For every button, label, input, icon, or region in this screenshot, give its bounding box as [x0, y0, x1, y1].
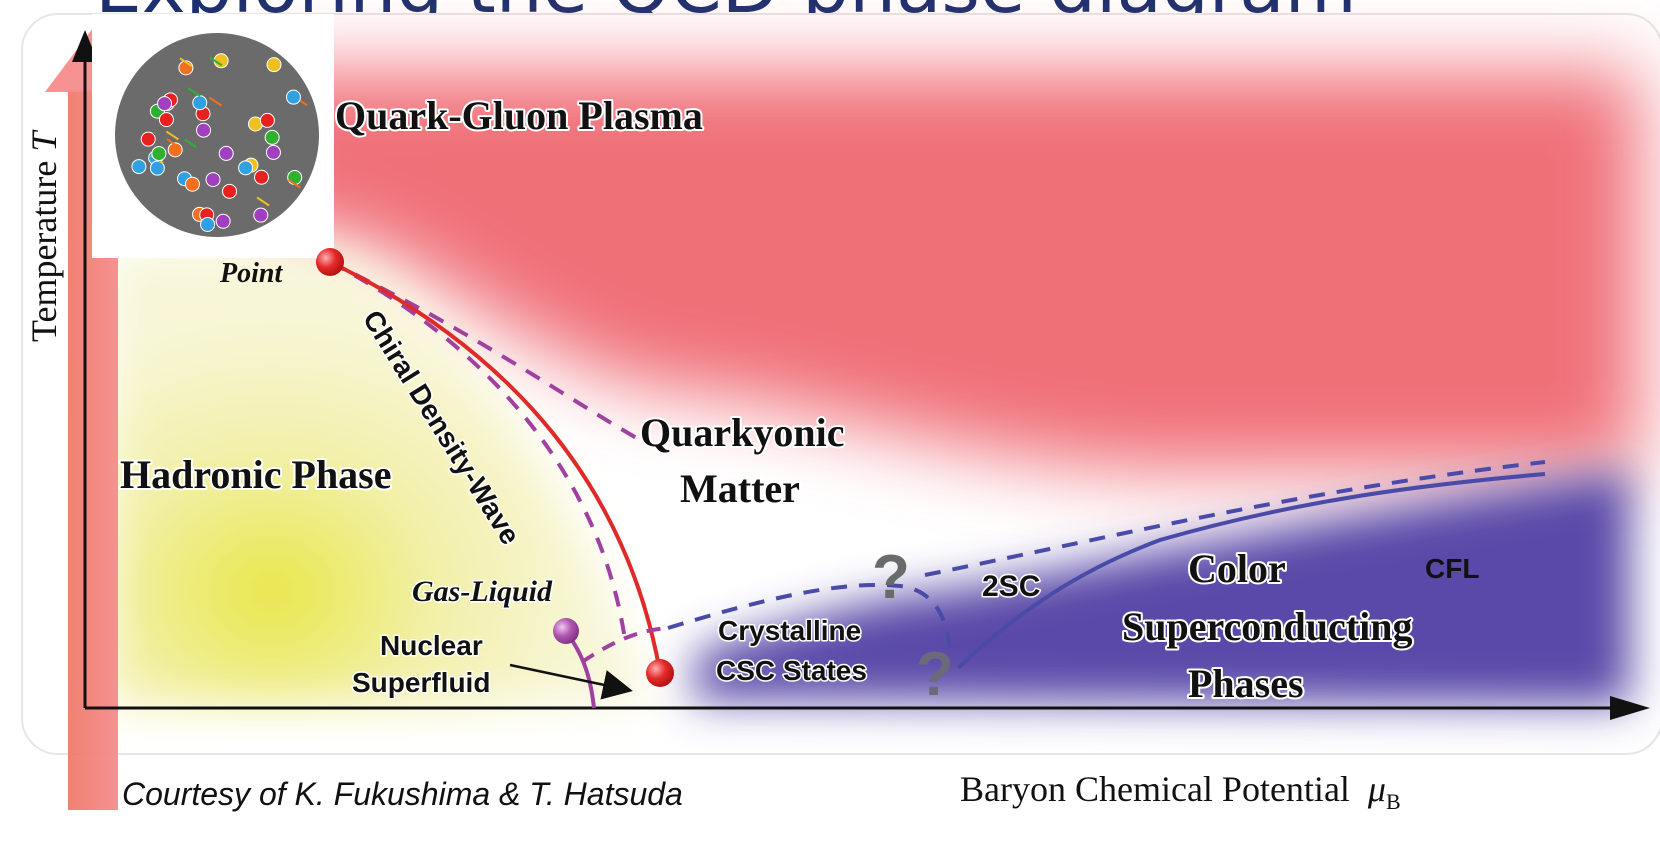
- chiral-dashed-boundary: [329, 260, 627, 641]
- cfl-label: CFL: [1425, 553, 1479, 584]
- nuclear-label-1: Nuclear: [380, 630, 483, 661]
- quark-ball: [222, 183, 238, 199]
- qgp-inset-image: [92, 14, 334, 258]
- quark-ball: [253, 207, 269, 223]
- gas-liquid-point-marker: [553, 618, 579, 644]
- quark-ball: [266, 57, 282, 73]
- quark-ball: [218, 145, 234, 161]
- critical-point-marker: [316, 248, 344, 276]
- quark-ball: [259, 112, 275, 128]
- color-sc-label-3: Phases: [1188, 661, 1304, 706]
- quarkyonic-label-2: Matter: [680, 466, 800, 511]
- hadronic-region: [110, 250, 650, 705]
- quarkyonic-label-1: Quarkyonic: [640, 410, 844, 455]
- gluon-squiggle: [166, 138, 180, 149]
- qgp-label: Quark-Gluon Plasma: [335, 93, 703, 138]
- x-axis-subscript: B: [1386, 789, 1401, 815]
- gluon-squiggle: [209, 56, 223, 67]
- quark-ball: [184, 176, 200, 192]
- quark-ball: [192, 95, 208, 111]
- first-order-phase-line: [329, 260, 662, 673]
- x-axis-label-text: Baryon Chemical Potential: [960, 769, 1350, 809]
- gas-liquid-label: Gas-Liquid: [412, 575, 553, 608]
- cfl-dashed-boundary: [924, 460, 1546, 577]
- qgp-region: [250, 70, 1640, 471]
- quark-ball: [158, 112, 174, 128]
- crystalline-label-2: CSC States: [716, 655, 867, 686]
- quark-ball: [265, 144, 281, 160]
- unknown-mark-upper: ?: [872, 543, 910, 612]
- x-axis-symbol: μ: [1367, 769, 1386, 809]
- two-sc-label: 2SC: [982, 570, 1040, 603]
- quark-ball: [131, 159, 147, 175]
- quark-ball: [200, 216, 216, 232]
- quark-ball: [149, 160, 165, 176]
- gluon-squiggle: [179, 57, 193, 68]
- gluon-squiggle: [184, 138, 198, 149]
- color-sc-label-1: Color: [1188, 546, 1286, 591]
- nuclear-label-2: Superfluid: [352, 667, 490, 698]
- x-axis-arrowhead: [1610, 696, 1650, 720]
- x-axis-label: Baryon Chemical Potential μB: [960, 768, 1401, 815]
- y-axis-label: Temperature T: [24, 129, 64, 342]
- quark-ball: [238, 160, 254, 176]
- quark-ball: [215, 213, 231, 229]
- hadronic-phase-label: Hadronic Phase: [120, 452, 392, 497]
- cfl-solid-boundary: [956, 472, 1546, 670]
- gluon-squiggle: [256, 196, 270, 207]
- color-sc-label-2: Superconducting: [1122, 604, 1412, 649]
- gluon-squiggle: [208, 96, 223, 107]
- color-superconducting-region: [690, 470, 1630, 705]
- credit-text: Courtesy of K. Fukushima & T. Hatsuda: [122, 776, 683, 812]
- quark-ball: [140, 131, 156, 147]
- quark-ball: [253, 169, 269, 185]
- gluon-squiggle: [165, 130, 179, 141]
- gluon-squiggle: [287, 178, 302, 189]
- crystalline-label-1: Crystalline: [718, 615, 861, 646]
- quark-ball: [264, 129, 280, 145]
- gluon-squiggle: [187, 87, 201, 97]
- endpoint-marker: [646, 659, 674, 687]
- gas-liquid-dashed-line: [580, 626, 669, 664]
- nuclear-superfluid-arrow: [509, 663, 633, 700]
- quark-ball: [285, 89, 301, 105]
- quark-ball: [151, 146, 167, 162]
- quark-ball: [287, 169, 303, 185]
- quark-ball: [196, 122, 212, 138]
- csc-dashed-boundary: [667, 582, 952, 661]
- quark-ball: [205, 172, 221, 188]
- y-axis-arrowhead: [72, 30, 98, 62]
- unknown-mark-lower: ?: [916, 640, 954, 709]
- critical-point-label: Point: [219, 258, 283, 289]
- quark-ball: [157, 96, 173, 112]
